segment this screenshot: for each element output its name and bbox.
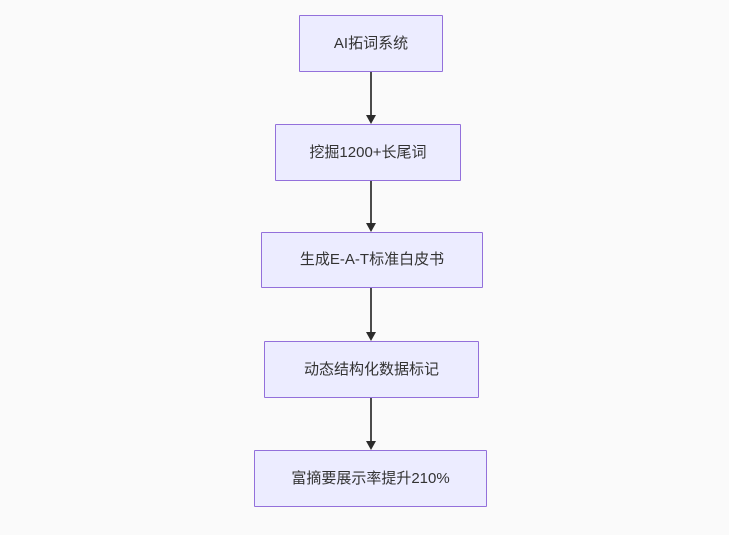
- flow-node-label: AI拓词系统: [333, 34, 409, 52]
- flow-node-rich-snippet-rate-increase: 富摘要展示率提升210%: [254, 450, 487, 507]
- flow-node-label: 生成E-A-T标准白皮书: [299, 251, 445, 268]
- flow-arrow-4: [366, 398, 376, 450]
- arrow-head-icon: [366, 441, 376, 450]
- flow-node-ai-word-expansion-system: AI拓词系统: [299, 15, 443, 72]
- flow-arrow-1: [366, 72, 376, 124]
- arrow-shaft: [370, 288, 372, 332]
- flow-node-label: 富摘要展示率提升210%: [291, 469, 450, 487]
- flow-node-label: 挖掘1200+长尾词: [309, 143, 427, 161]
- arrow-head-icon: [366, 115, 376, 124]
- arrow-shaft: [370, 398, 372, 441]
- arrow-head-icon: [366, 332, 376, 341]
- flow-node-mine-longtail-keywords: 挖掘1200+长尾词: [275, 124, 461, 181]
- flow-node-generate-eat-whitepaper: 生成E-A-T标准白皮书: [261, 232, 483, 288]
- arrow-head-icon: [366, 223, 376, 232]
- flow-node-label: 动态结构化数据标记: [303, 360, 439, 378]
- arrow-shaft: [370, 181, 372, 223]
- arrow-shaft: [370, 72, 372, 115]
- flow-node-dynamic-structured-data-markup: 动态结构化数据标记: [264, 341, 479, 398]
- flow-arrow-2: [366, 181, 376, 232]
- flow-arrow-3: [366, 288, 376, 341]
